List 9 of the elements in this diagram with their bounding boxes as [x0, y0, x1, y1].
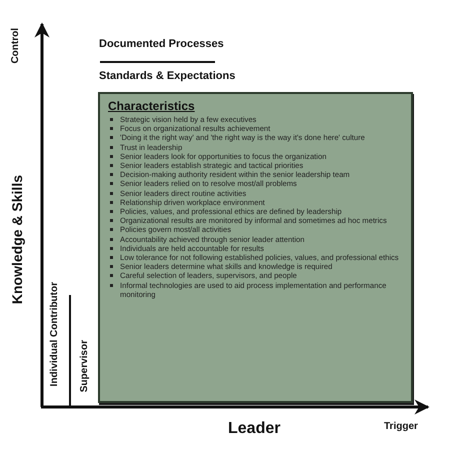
axis-label: Leader: [228, 420, 280, 438]
role-label: Individual Contributor: [49, 282, 60, 386]
level-label: Standards & Expectations: [99, 70, 236, 82]
level-label: Documented Processes: [99, 38, 224, 50]
panel-heading: Characteristics: [108, 99, 195, 113]
characteristics-panel: [98, 92, 413, 403]
axis-label: Knowledge & Skills: [9, 175, 25, 304]
axis-label: Control: [10, 28, 21, 64]
axis-label: Trigger: [384, 421, 418, 432]
